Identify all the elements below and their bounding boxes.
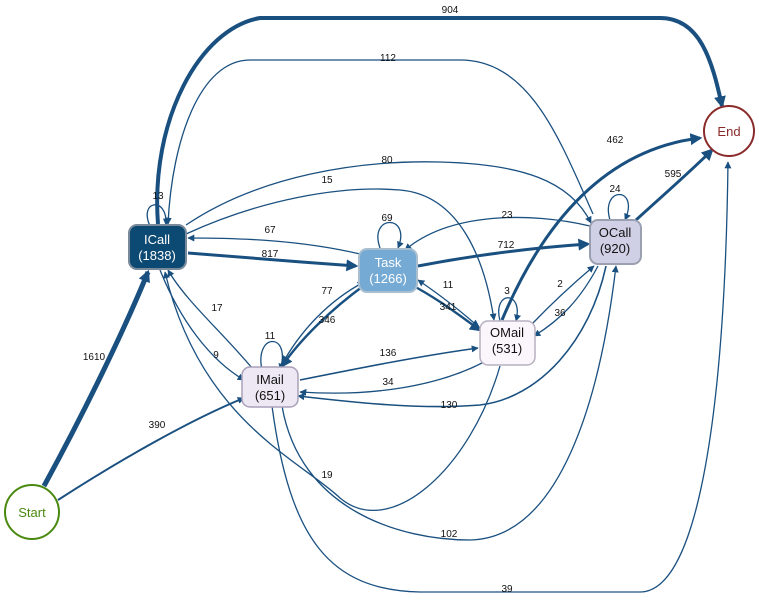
- node-omail-count: (531): [492, 341, 522, 356]
- edge-omail-end: [500, 133, 703, 321]
- edge-icall-ocall: [185, 161, 592, 226]
- edge-icall-end: [155, 16, 726, 225]
- node-ocall-name: OCall: [599, 225, 632, 240]
- label-task-imail: 346: [319, 315, 336, 326]
- label-ocall-omail: 36: [554, 308, 566, 319]
- node-omail-name: OMail: [490, 325, 524, 340]
- label-omail-task: 11: [443, 280, 454, 291]
- edge-ocall-task: [404, 216, 591, 251]
- label-icall-imail: 9: [213, 350, 219, 361]
- label-task-omail: 341: [440, 302, 457, 313]
- edge-imail-end: [271, 161, 732, 593]
- edge-omail-icall: [163, 271, 501, 511]
- node-imail[interactable]: IMail (651): [241, 366, 299, 408]
- node-end[interactable]: End: [703, 105, 755, 157]
- edge-task-imail: [280, 283, 367, 368]
- edge-task-omail: [409, 282, 482, 332]
- edge-task-self: [377, 222, 404, 249]
- label-start-imail: 390: [149, 420, 166, 431]
- edge-ocall-self: [607, 194, 631, 221]
- edge-ocall-omail: [533, 265, 599, 337]
- edge-ocall-imail: [297, 265, 607, 408]
- edge-imail-icall: [167, 269, 253, 369]
- label-omail-ocall: 2: [557, 279, 563, 290]
- edge-icall-self: [146, 204, 170, 227]
- label-ocall-icall: 112: [380, 53, 396, 64]
- label-task-icall: 67: [264, 225, 276, 236]
- label-ocall-task: 23: [501, 210, 513, 221]
- label-ocall-self: 24: [609, 184, 621, 195]
- edge-start-icall: [41, 269, 151, 488]
- edge-icall-imail: [159, 269, 245, 381]
- label-start-icall: 1610: [83, 352, 106, 363]
- label-imail-omail: 136: [380, 348, 397, 359]
- label-icall-end: 904: [442, 5, 459, 16]
- label-omail-self: 3: [504, 286, 510, 297]
- node-task[interactable]: Task (1266): [358, 248, 418, 293]
- node-start[interactable]: Start: [4, 484, 60, 540]
- label-imail-end: 39: [501, 584, 513, 595]
- label-ocall-imail: 130: [441, 400, 458, 411]
- label-icall-ocall: 80: [381, 155, 393, 166]
- label-imail-self: 11: [265, 331, 276, 342]
- edge-ocall-icall: [164, 59, 594, 225]
- node-task-count: (1266): [369, 271, 407, 286]
- edge-task-ocall: [417, 238, 591, 268]
- node-icall-name: ICall: [144, 232, 170, 247]
- edge-icall-omail: [185, 188, 497, 321]
- edge-start-imail: [57, 397, 245, 501]
- edge-omail-self: [498, 297, 521, 322]
- label-task-self: 69: [381, 213, 393, 224]
- edge-imail-self: [260, 341, 286, 371]
- edge-omail-imail: [299, 361, 485, 396]
- node-ocall-count: (920): [600, 241, 630, 256]
- label-omail-imail: 34: [382, 377, 394, 388]
- label-omail-end: 462: [607, 135, 624, 146]
- node-icall-count: (1838): [138, 248, 176, 263]
- label-icall-omail: 15: [321, 175, 333, 186]
- edge-ocall-end: [634, 148, 714, 222]
- edge-task-icall: [187, 234, 361, 255]
- label-icall-self: 13: [152, 191, 164, 202]
- label-imail-ocall: 102: [441, 529, 458, 540]
- edge-imail-omail: [299, 345, 479, 381]
- label-imail-icall: 17: [211, 303, 223, 314]
- node-start-label: Start: [18, 505, 46, 520]
- label-imail-task-a: 77: [321, 286, 333, 297]
- node-task-name: Task: [375, 255, 402, 270]
- node-icall[interactable]: ICall (1838): [128, 224, 187, 270]
- node-end-label: End: [717, 124, 740, 139]
- node-imail-count: (651): [255, 388, 285, 403]
- edge-imail-ocall: [281, 265, 619, 541]
- label-ocall-end: 595: [665, 169, 682, 180]
- node-omail[interactable]: OMail (531): [479, 320, 536, 366]
- label-omail-icall: 19: [321, 470, 333, 481]
- label-icall-task: 817: [262, 249, 279, 260]
- edge-icall-task: [187, 251, 359, 272]
- node-imail-name: IMail: [256, 372, 284, 387]
- edge-omail-ocall: [531, 265, 595, 325]
- node-ocall[interactable]: OCall (920): [589, 219, 642, 265]
- label-task-ocall: 712: [498, 240, 515, 251]
